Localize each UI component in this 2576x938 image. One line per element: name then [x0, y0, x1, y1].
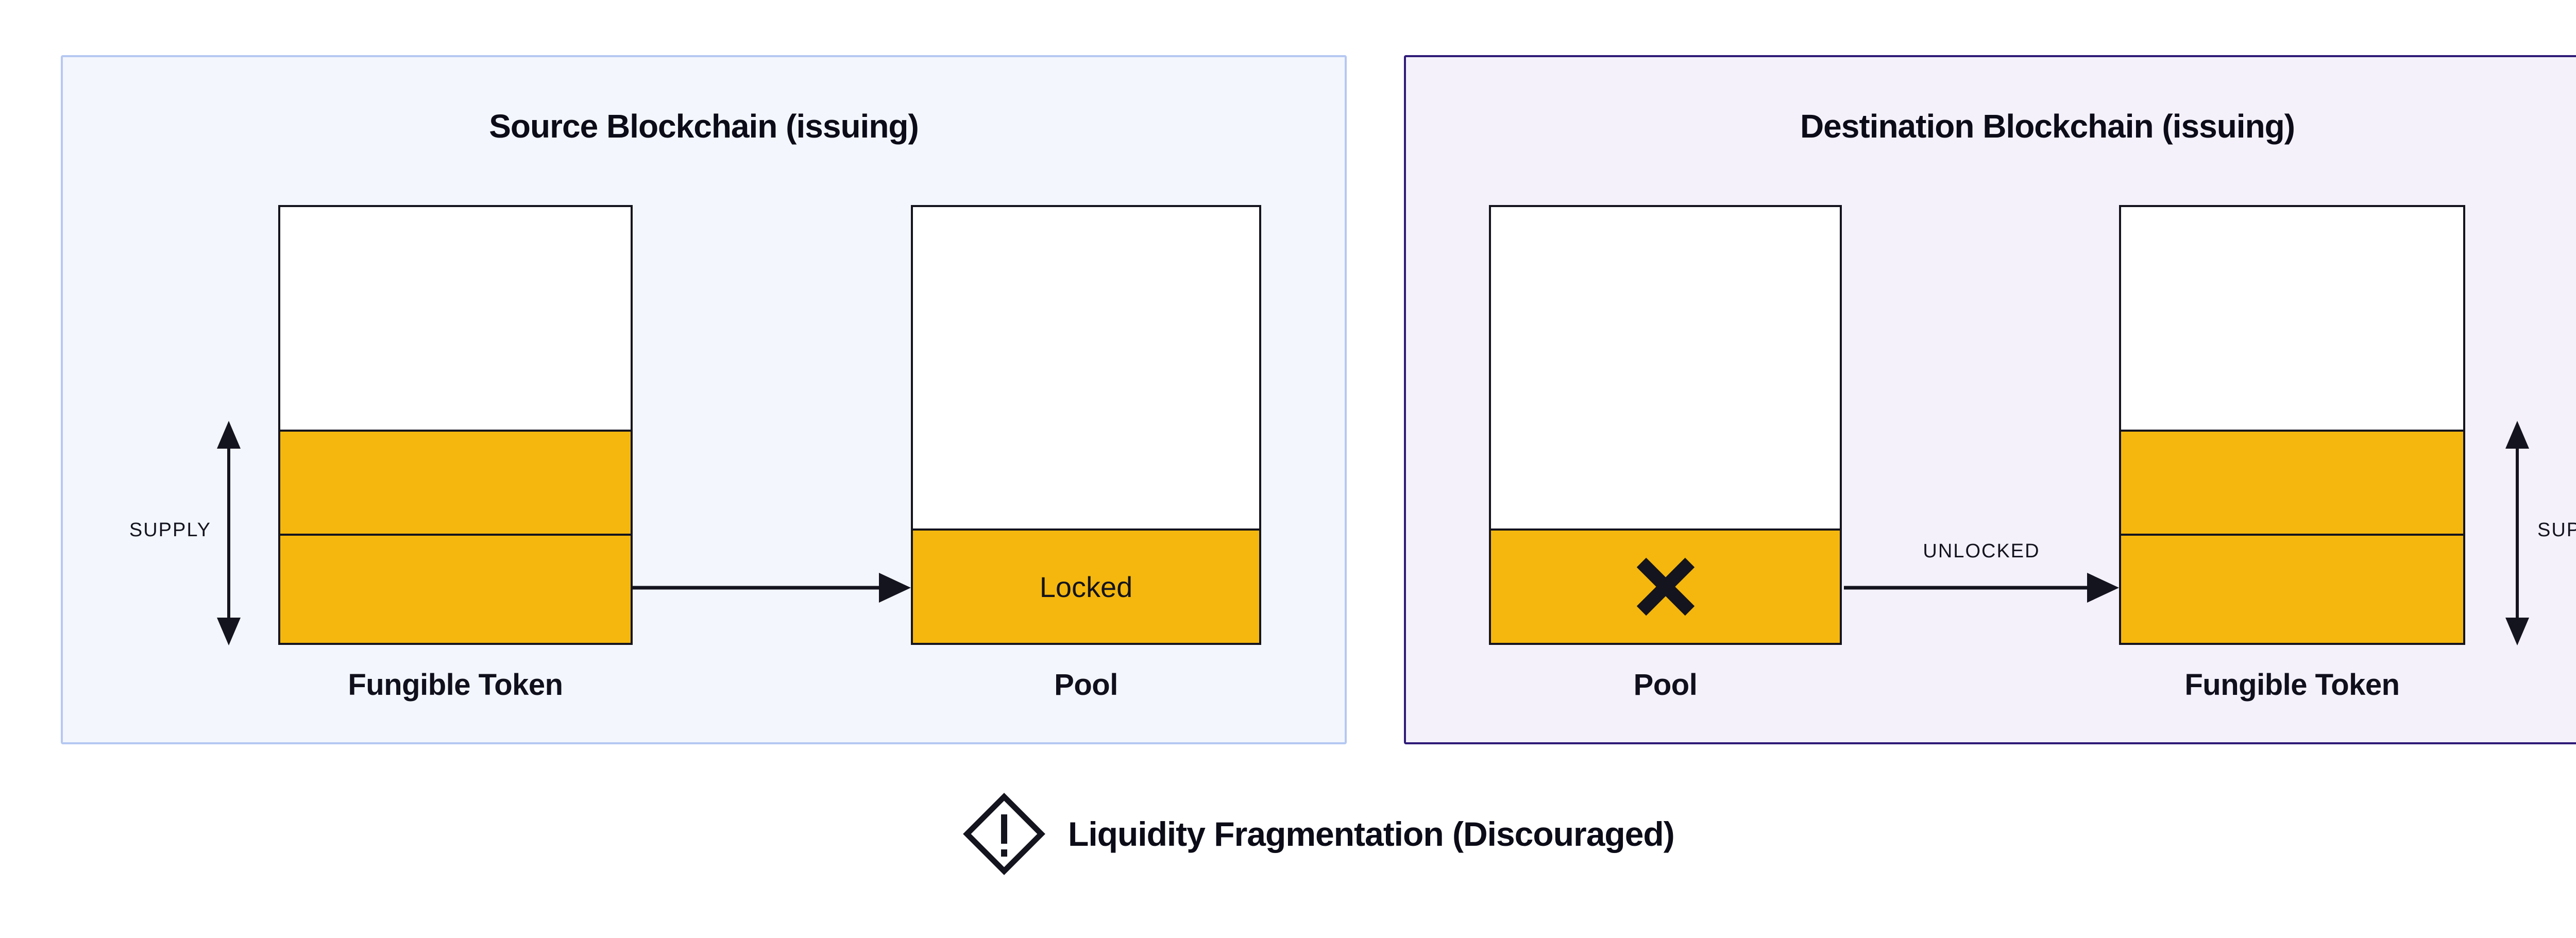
source-token-supply-upper-segment [280, 430, 631, 536]
double-arrow-vertical-icon [217, 421, 241, 645]
source-pool-box: Locked [911, 205, 1261, 645]
destination-pool-label: Pool [1633, 668, 1698, 702]
source-pool-label: Pool [1054, 668, 1118, 702]
source-token-label: Fungible Token [348, 668, 563, 702]
destination-token-supply-lower-segment [2121, 536, 2463, 643]
unlocked-label: UNLOCKED [1923, 540, 2040, 562]
destination-pool-unlocked-segment [1491, 528, 1840, 643]
warning-diamond-icon [963, 793, 1045, 875]
source-fungible-token-box [278, 205, 633, 645]
source-supply-label: SUPPLY [129, 519, 211, 541]
caption-text: Liquidity Fragmentation (Discouraged) [1068, 815, 1675, 853]
destination-pool-box [1489, 205, 1842, 645]
cross-icon [1636, 557, 1694, 616]
source-pool-locked-segment: Locked [913, 528, 1259, 643]
locked-label: Locked [1039, 570, 1133, 603]
source-token-supply-lower-segment [280, 536, 631, 643]
destination-supply-label: SUPPLY [2537, 519, 2576, 541]
arrow-right-icon [631, 573, 911, 603]
arrow-right-icon [1844, 573, 2119, 603]
destination-token-label: Fungible Token [2184, 668, 2400, 702]
destination-token-supply-upper-segment [2121, 430, 2463, 536]
double-arrow-vertical-icon [2505, 421, 2529, 645]
destination-panel-title: Destination Blockchain (issuing) [1800, 108, 2295, 145]
source-panel-title: Source Blockchain (issuing) [489, 108, 919, 145]
destination-fungible-token-box [2119, 205, 2465, 645]
